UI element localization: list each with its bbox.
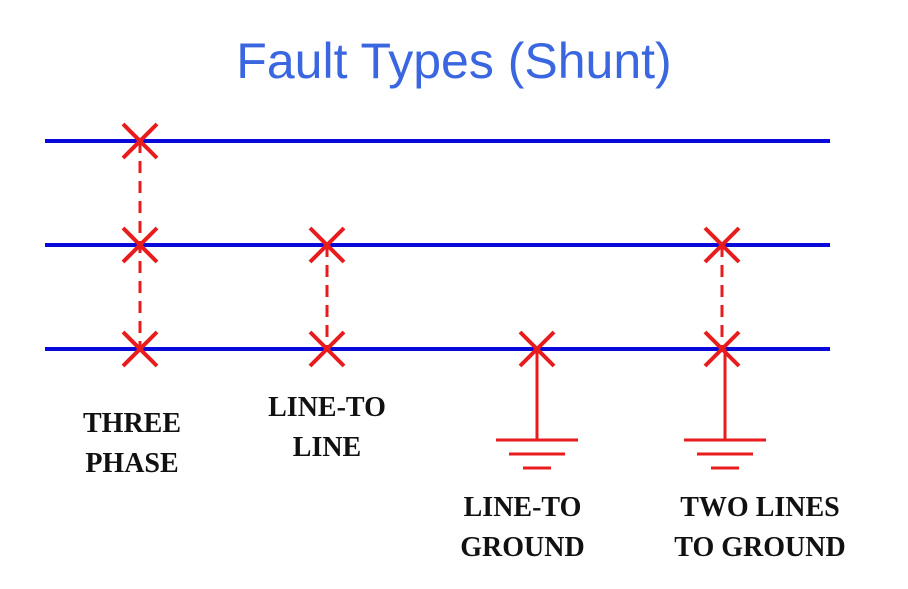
- fault-x-stroke: [121, 330, 159, 368]
- label-line2: PHASE: [85, 448, 179, 479]
- fault-x-icon: [703, 226, 741, 264]
- fault-x-stroke: [308, 226, 346, 264]
- fault-x-stroke: [121, 226, 159, 264]
- fault-x-icon: [121, 226, 159, 264]
- ground-icon: [496, 349, 578, 470]
- label-line1: THREE: [82, 408, 182, 439]
- fault-x-stroke: [703, 226, 741, 264]
- fault-x-stroke: [518, 330, 556, 368]
- fault-x-stroke: [703, 330, 741, 368]
- fault-x-icon: [308, 226, 346, 264]
- fault-x-stroke: [121, 122, 159, 160]
- fault-x-icon: [308, 330, 346, 368]
- label-two-lines-to-ground: TWO LINES TO GROUND: [650, 488, 870, 568]
- label-line2: TO GROUND: [674, 532, 846, 563]
- label-line-to-line: LINE-TO LINE: [252, 388, 402, 468]
- label-line2: GROUND: [460, 532, 585, 563]
- fault-x-icon: [121, 330, 159, 368]
- fault-x-stroke: [308, 330, 346, 368]
- fault-x-icon: [518, 330, 556, 368]
- label-line1: LINE-TO: [463, 492, 582, 523]
- fault-x-icon: [703, 330, 741, 368]
- ground-icon: [684, 349, 766, 470]
- label-line1: LINE-TO: [268, 392, 386, 423]
- diagram-title: Fault Types (Shunt): [236, 33, 672, 89]
- fault-x-icon: [121, 122, 159, 160]
- label-line-to-ground: LINE-TO GROUND: [440, 488, 605, 568]
- label-three-phase: THREE PHASE: [62, 404, 202, 484]
- label-line2: LINE: [292, 432, 362, 463]
- label-line1: TWO LINES: [680, 492, 840, 523]
